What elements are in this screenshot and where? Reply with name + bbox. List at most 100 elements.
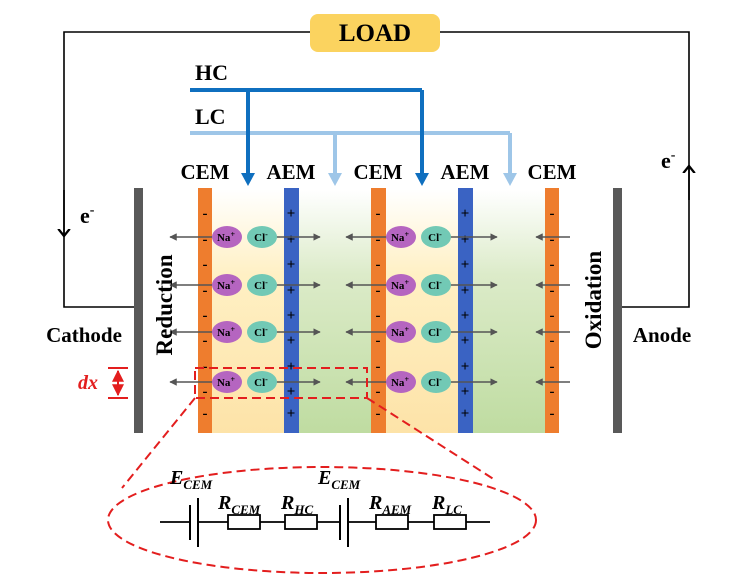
cem-label-3: CEM: [528, 160, 577, 184]
cem-sign: -: [203, 232, 208, 248]
cem-sign: -: [203, 359, 208, 375]
aem-sign: +: [461, 406, 470, 422]
aem-membrane-1: [284, 188, 299, 433]
ion-label: Cl-: [428, 230, 442, 244]
ion-label: Cl-: [428, 278, 442, 292]
cem-sign: -: [203, 333, 208, 349]
lc-compartment-2: [473, 190, 545, 433]
ion-label: Cl-: [254, 375, 268, 389]
aem-sign: +: [461, 308, 470, 324]
ion-label: Na+: [391, 375, 409, 389]
r-lc-label: RLC: [431, 492, 462, 517]
cem-sign: -: [376, 232, 381, 248]
differential-element-box: [194, 367, 368, 399]
ion-label: Na+: [217, 325, 235, 339]
aem-sign: +: [287, 206, 296, 222]
cem-sign: -: [550, 308, 555, 324]
ion-label: Na+: [391, 278, 409, 292]
lc-arrow-2-icon: [503, 173, 517, 186]
aem-label-2: AEM: [441, 160, 490, 184]
aem-sign: +: [287, 333, 296, 349]
ion-label: Cl-: [254, 278, 268, 292]
ion-label: Na+: [217, 278, 235, 292]
electron-label-left: e-: [80, 203, 95, 228]
cem-sign: -: [376, 257, 381, 273]
cathode-electrode: [134, 188, 143, 433]
ion-bubble: [247, 371, 277, 393]
aem-sign: +: [287, 257, 296, 273]
aem-membrane-2: [458, 188, 473, 433]
cem-sign: -: [376, 206, 381, 222]
cem-label-2: CEM: [354, 160, 403, 184]
ion-bubble: [386, 371, 416, 393]
dx-label: dx: [78, 372, 98, 394]
ion-label: Na+: [391, 325, 409, 339]
cem-sign: -: [376, 384, 381, 400]
cem-sign: -: [203, 257, 208, 273]
cem-sign: -: [550, 359, 555, 375]
ion-bubble: [247, 274, 277, 296]
ion-bubble: [247, 321, 277, 343]
reduction-label: Reduction: [152, 254, 177, 355]
cem-sign: -: [203, 283, 208, 299]
aem-sign: +: [287, 283, 296, 299]
feed-lines: HC LC: [190, 60, 517, 186]
cem-membrane-2: [371, 188, 386, 433]
cem-membrane-1: [198, 188, 212, 433]
cathode-label: Cathode: [46, 323, 122, 347]
lc-label: LC: [195, 104, 226, 129]
cem-sign: -: [550, 384, 555, 400]
cem-sign: -: [376, 308, 381, 324]
ion-bubble: [386, 274, 416, 296]
ion-label: Cl-: [254, 325, 268, 339]
cem-sign: -: [203, 406, 208, 422]
ion-bubble: [212, 321, 242, 343]
hc-label: HC: [195, 60, 228, 85]
ion-bubble: [212, 274, 242, 296]
aem-sign: +: [461, 384, 470, 400]
ion-label: Na+: [391, 230, 409, 244]
ion-bubble: [212, 226, 242, 248]
e-cem-label-2: ECEM: [317, 467, 361, 492]
ion-bubble: [421, 321, 451, 343]
cem-sign: -: [203, 206, 208, 222]
r-cem-label: RCEM: [217, 492, 261, 517]
r-aem-label: RAEM: [368, 492, 412, 517]
ion-bubble: [421, 274, 451, 296]
aem-sign: +: [287, 406, 296, 422]
cem-sign: -: [550, 232, 555, 248]
resistor-r-aem: [375, 514, 409, 530]
cem-sign: -: [376, 333, 381, 349]
dx-marker: dx: [78, 367, 128, 399]
cem-sign: -: [550, 257, 555, 273]
aem-sign: +: [461, 333, 470, 349]
ion-label: Na+: [217, 375, 235, 389]
aem-sign: +: [461, 283, 470, 299]
resistor-r-cem: [227, 514, 261, 530]
aem-sign: +: [461, 206, 470, 222]
lc-arrow-1-icon: [328, 173, 342, 186]
electron-label-right: e-: [661, 148, 676, 173]
load-box: [310, 14, 440, 52]
hc-arrow-1-icon: [241, 173, 255, 186]
ion-rows: Na+ Cl- Na+ Cl- Na+ Cl- Na+ Cl- Na+ Cl- Na+ Cl- Na+ C…: [169, 226, 570, 393]
anode-electrode: [613, 188, 622, 433]
ion-bubble: [247, 226, 277, 248]
cem-sign: -: [203, 384, 208, 400]
aem-sign: +: [287, 308, 296, 324]
aem-sign: +: [287, 384, 296, 400]
load: LOAD: [310, 14, 440, 52]
ion-label: Na+: [217, 230, 235, 244]
ion-bubble: [386, 321, 416, 343]
equivalent-circuit: [160, 498, 490, 547]
circuit-ellipse: [107, 466, 537, 574]
cem-label-1: CEM: [181, 160, 230, 184]
element-callout: [107, 367, 537, 574]
aem-label-1: AEM: [267, 160, 316, 184]
ion-label: Cl-: [428, 375, 442, 389]
ion-label: Cl-: [428, 325, 442, 339]
aem-sign: +: [461, 359, 470, 375]
cem-membrane-3: [545, 188, 559, 433]
ion-bubble: [386, 226, 416, 248]
